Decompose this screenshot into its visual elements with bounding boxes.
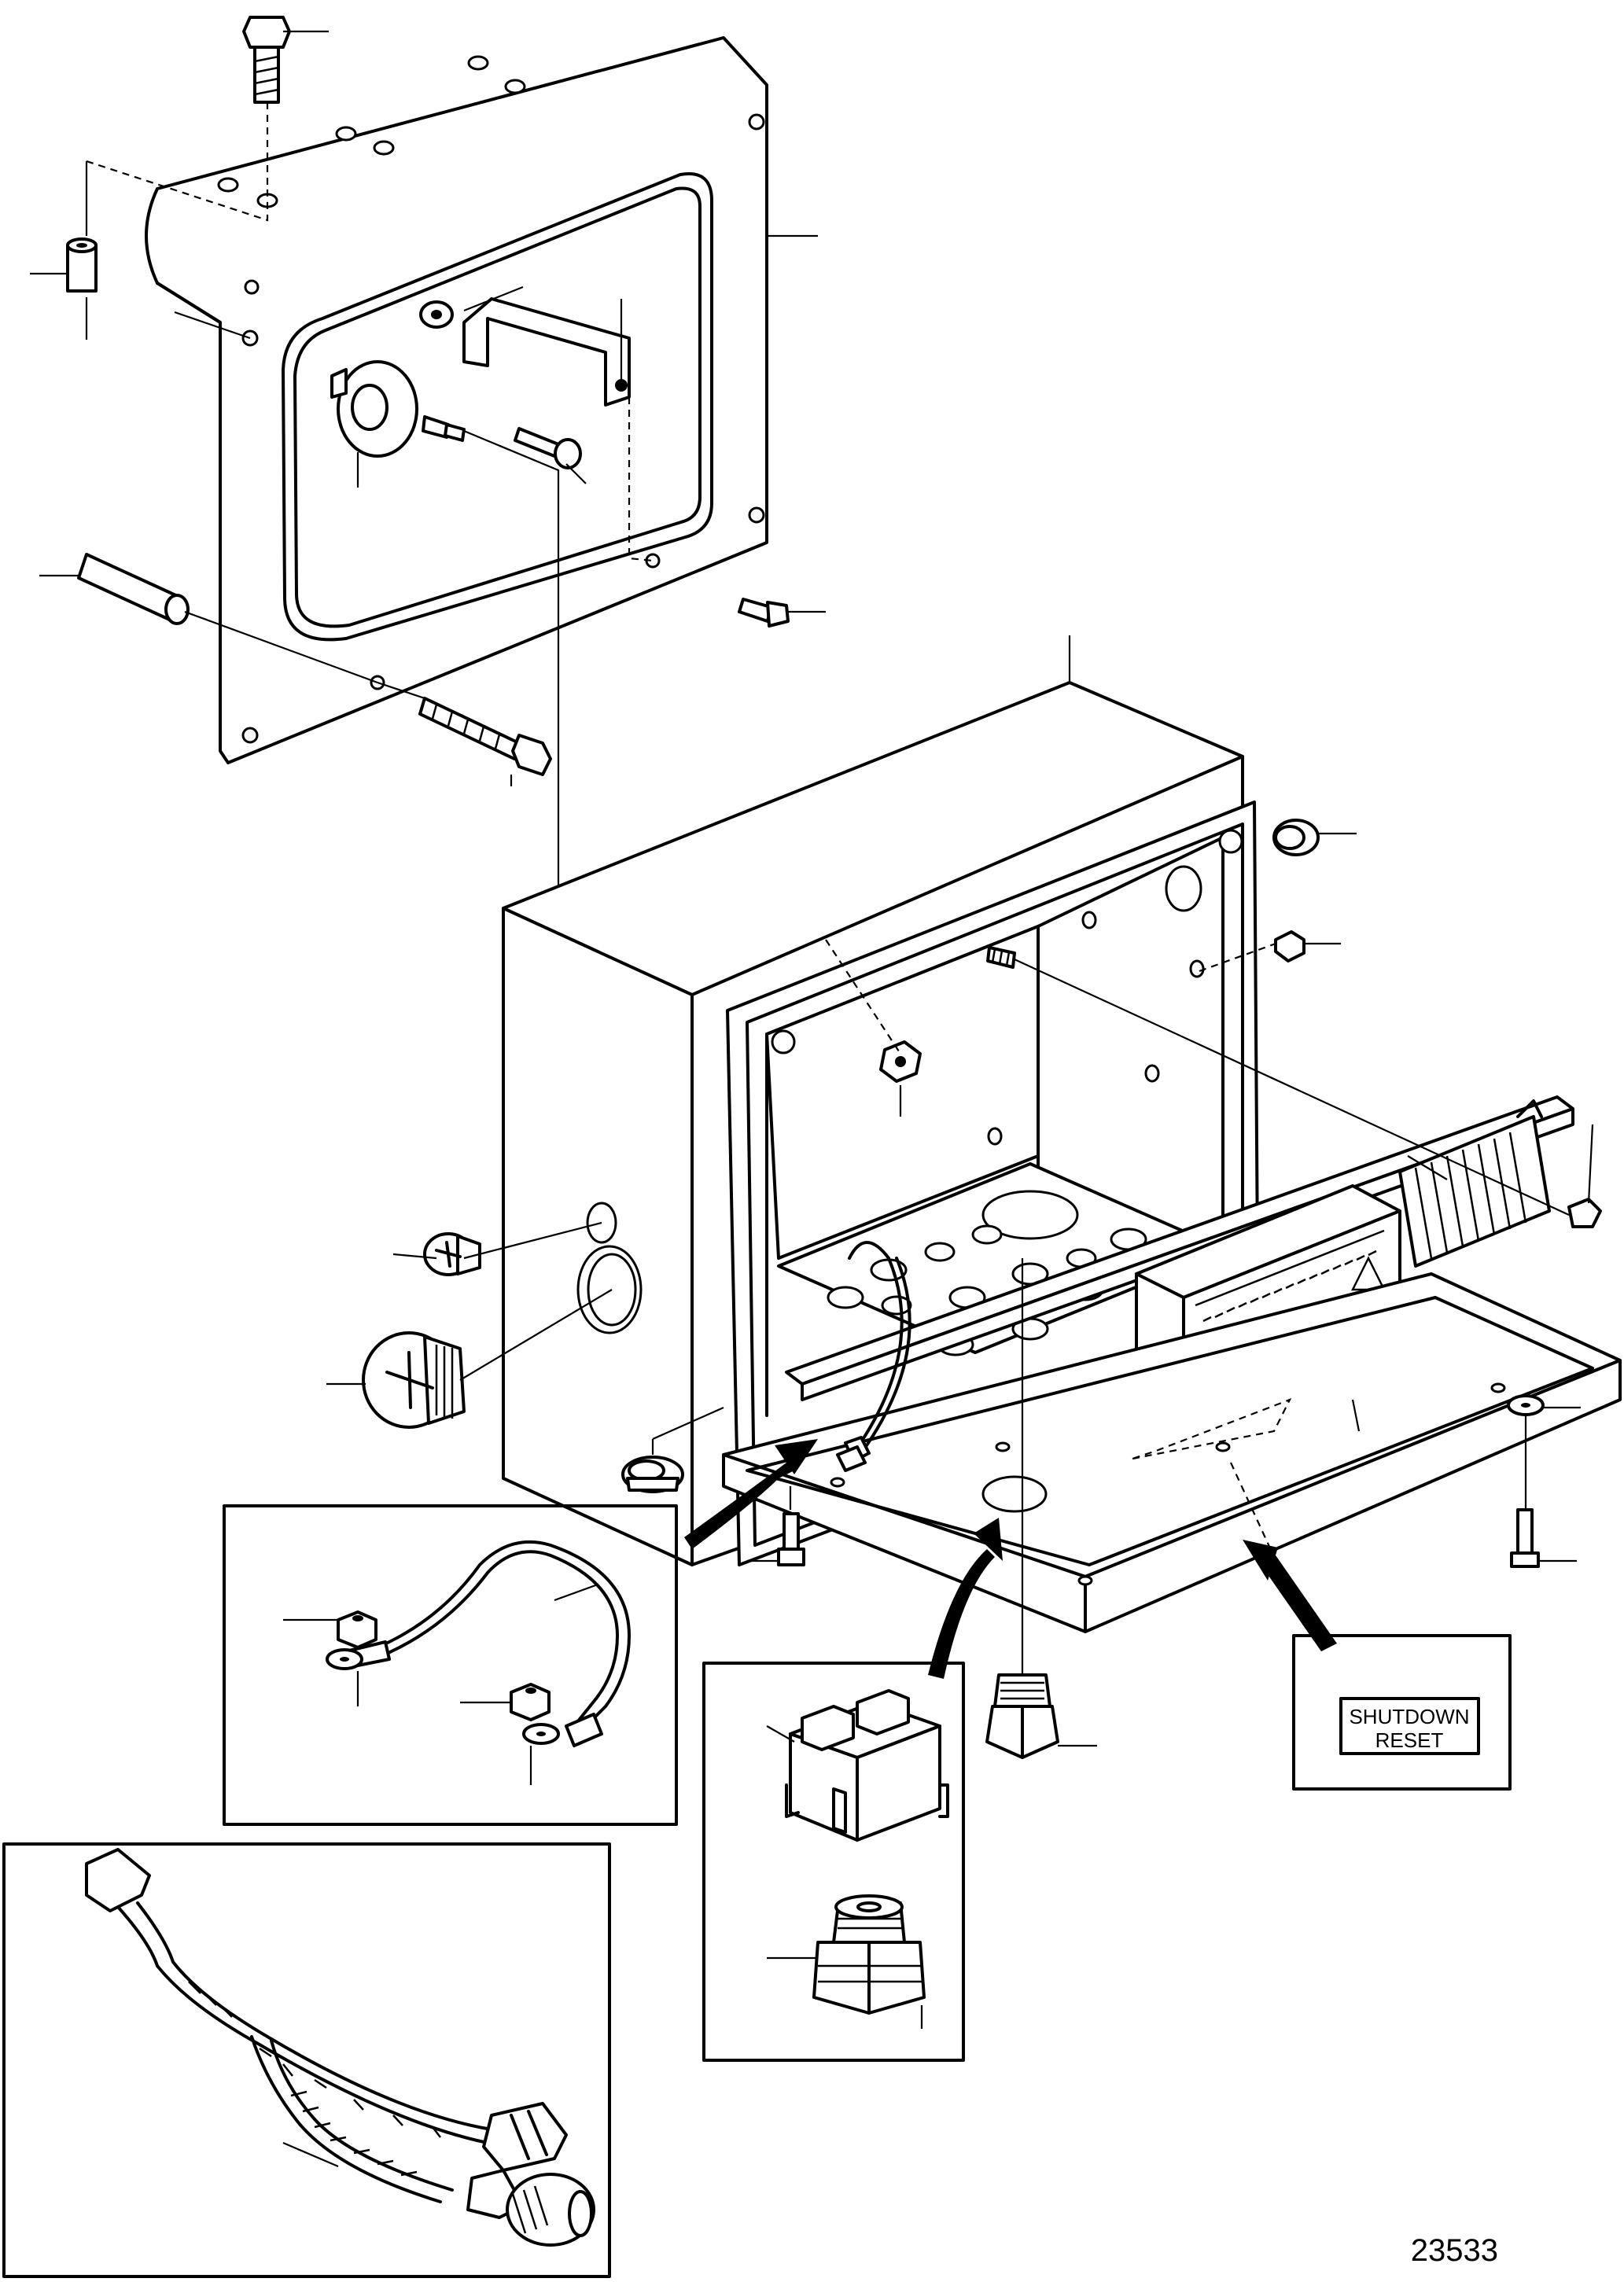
grommet-top-right — [1272, 819, 1320, 856]
enclosure-lid — [722, 1272, 1622, 1633]
hex-bolt-top — [242, 16, 291, 189]
hex-nut — [879, 1040, 922, 1083]
spacer-sleeve — [66, 237, 98, 293]
lid-screw-right — [1510, 1508, 1540, 1568]
lid-screw-left — [777, 1512, 805, 1566]
screw-b — [514, 427, 582, 469]
long-spacer — [77, 553, 190, 625]
screw-right — [1274, 930, 1305, 962]
sensor-unit — [330, 360, 418, 458]
long-bolt — [418, 697, 552, 776]
grommet-left — [621, 1456, 684, 1493]
nut-small — [419, 300, 454, 329]
cable-gland — [985, 1673, 1059, 1759]
figure-number: 23533 — [1411, 2233, 1498, 2268]
grub-screw — [986, 946, 1016, 969]
detail-arrows — [684, 1439, 1337, 1679]
blanking-plug-large — [362, 1331, 466, 1429]
box-leaders — [326, 635, 1594, 1747]
detail-box-wiring-harness — [2, 1842, 611, 2278]
detail-box-ground-cable — [223, 1504, 678, 1826]
terminal-blocks — [1398, 1099, 1602, 1268]
callout-box-shutdown-reset: SHUTDOWN RESET — [1292, 1634, 1512, 1791]
callout-line2: RESET — [1375, 1728, 1444, 1752]
ground-cable-lid — [836, 1241, 911, 1472]
mounting-plate — [145, 36, 768, 764]
washer-right — [1507, 1394, 1545, 1416]
screw-a — [422, 415, 466, 442]
detail-box-switch — [702, 1662, 965, 2062]
blanking-plug-small — [423, 1232, 481, 1276]
screw-c — [738, 598, 790, 628]
callout-line1: SHUTDOWN — [1349, 1705, 1469, 1728]
